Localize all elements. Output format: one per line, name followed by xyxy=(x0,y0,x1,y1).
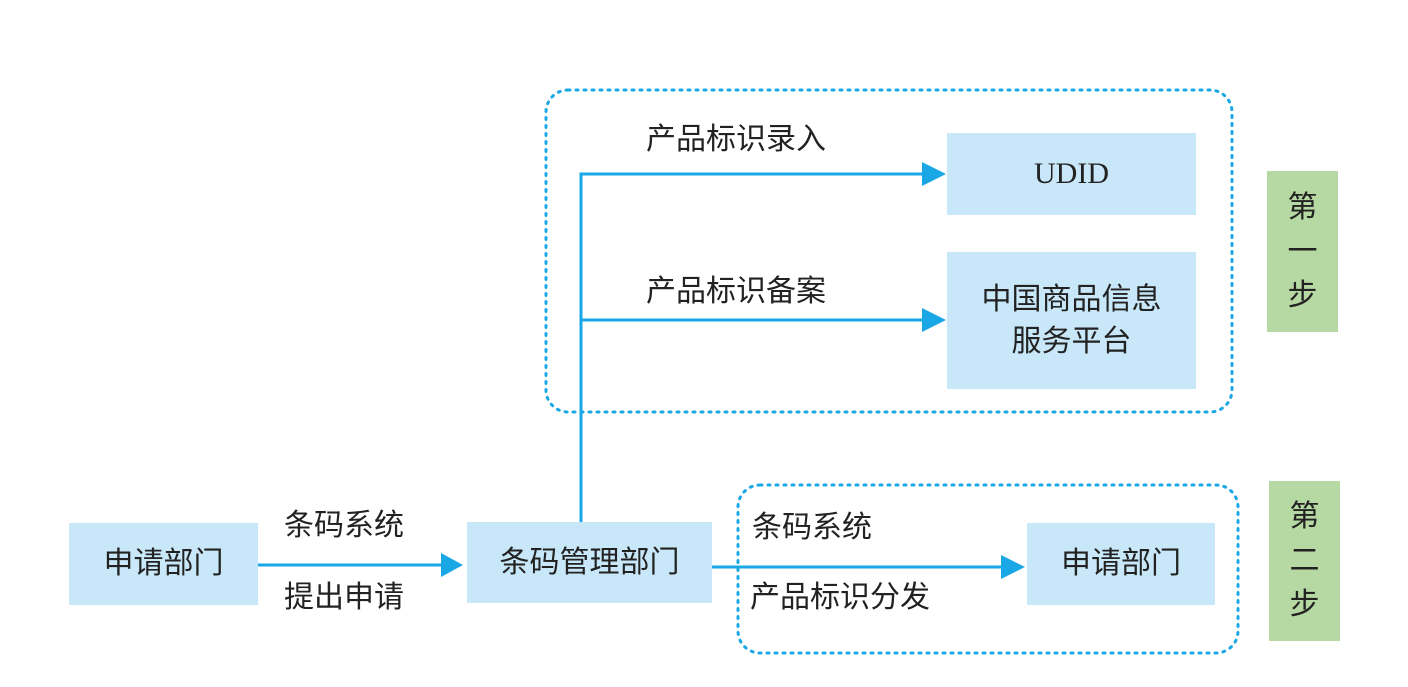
barcode-dept-label: 条码管理部门 xyxy=(499,544,680,580)
platform-label-line1: 中国商品信息 xyxy=(981,281,1162,317)
step1-group-border xyxy=(544,88,1234,414)
submit-label-bottom: 提出申请 xyxy=(284,580,404,615)
applicant-dept-label: 申请部门 xyxy=(103,546,224,581)
distribute-label-top: 条码系统 xyxy=(752,510,872,545)
trunk-to-udid xyxy=(579,172,928,522)
step1-char-2: 一 xyxy=(1287,233,1318,269)
step1-badge: 第 一 步 xyxy=(1267,171,1338,332)
step2-group-border xyxy=(736,483,1240,655)
applicant-dept-right-box: 申请部门 xyxy=(1027,523,1215,605)
submit-label-top: 条码系统 xyxy=(284,508,404,543)
udid-label: UDID xyxy=(1034,157,1109,190)
platform-label-line2: 服务平台 xyxy=(1011,323,1132,359)
submit-arrowhead xyxy=(441,553,463,577)
udid-arrowhead xyxy=(922,162,946,186)
step2-char-2: 二 xyxy=(1289,543,1320,578)
step2-char-3: 步 xyxy=(1289,587,1320,622)
distribute-arrowhead xyxy=(1001,555,1025,579)
distribute-label-bottom: 产品标识分发 xyxy=(750,580,930,615)
applicant-dept-right-label: 申请部门 xyxy=(1061,546,1181,581)
applicant-dept-box: 申请部门 xyxy=(69,523,258,605)
step2-badge: 第 二 步 xyxy=(1269,481,1340,641)
platform-box: 中国商品信息 服务平台 xyxy=(947,252,1196,389)
step1-char-1: 第 xyxy=(1287,189,1318,225)
step1-char-3: 步 xyxy=(1287,277,1318,313)
udid-box: UDID xyxy=(947,133,1196,215)
entry-label: 产品标识录入 xyxy=(646,122,826,157)
step2-char-1: 第 xyxy=(1289,499,1320,534)
barcode-dept-box: 条码管理部门 xyxy=(467,522,712,603)
filing-label: 产品标识备案 xyxy=(646,274,826,309)
filing-arrowhead xyxy=(922,308,946,332)
